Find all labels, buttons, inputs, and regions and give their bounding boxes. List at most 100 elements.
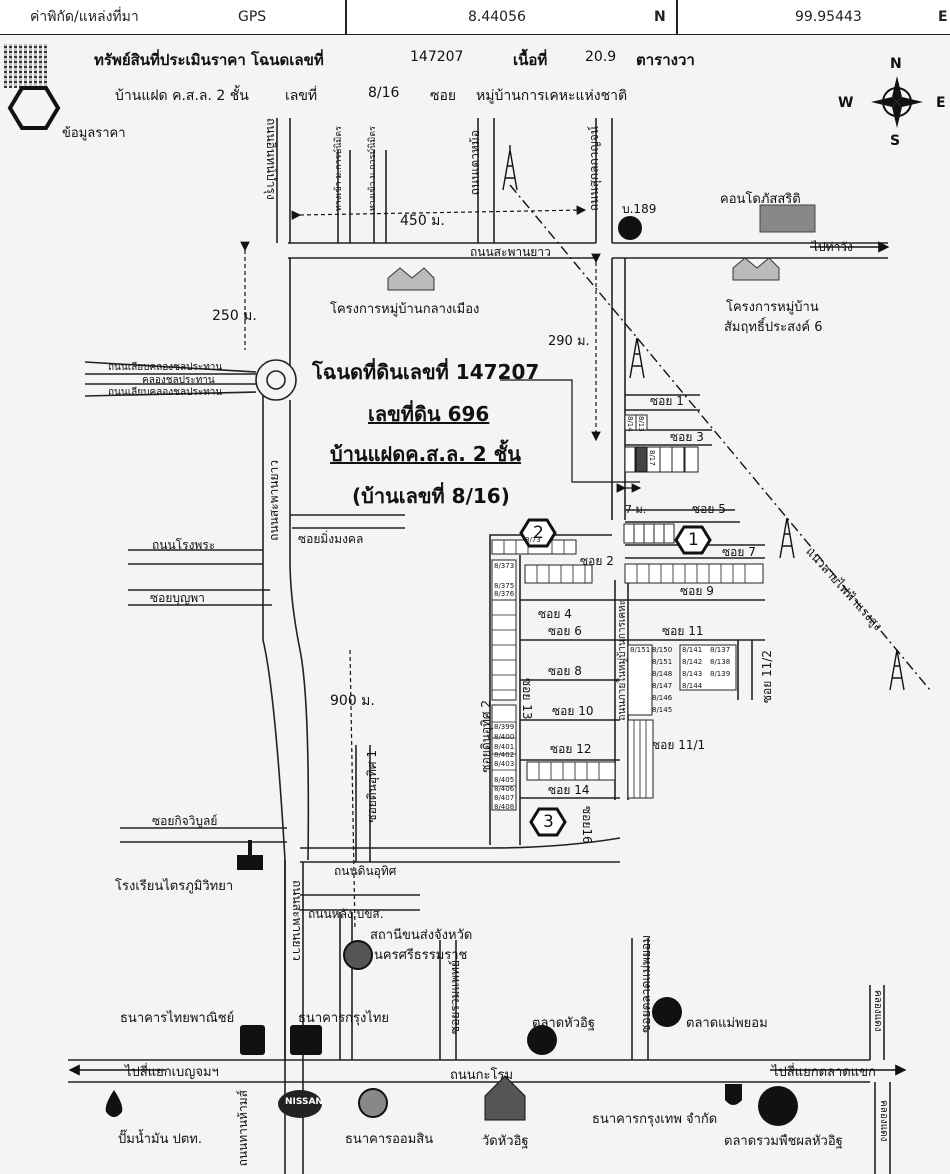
ktb-bank-logo — [290, 1025, 322, 1055]
plot-8-146: 8/146 — [652, 694, 673, 702]
nissan-label: NISSAN — [285, 1097, 323, 1107]
soi-5: ซอย 5 — [692, 502, 726, 516]
condo-icon — [759, 204, 816, 233]
soi-3: ซอย 3 — [670, 430, 704, 444]
khlong-daeng-upper: คลองแดง — [872, 990, 883, 1032]
plot-8-376: 8/376 — [494, 590, 515, 598]
plot-8-138: 8/138 — [710, 658, 731, 666]
condo-label: คอนโดภัสสริติ — [720, 192, 801, 207]
subject-legend-icon — [4, 44, 48, 88]
plot-8-144: 8/144 — [682, 682, 703, 690]
village-icon-2 — [732, 257, 780, 281]
plot-8-151: 8/151 — [630, 646, 651, 654]
bus-station-line2: นครศรีธรรมราช — [374, 948, 468, 963]
plot-8-402: 8/402 — [494, 751, 515, 759]
soi-kitchawiboon: ซอยกิจวิบูลย์ — [152, 814, 218, 828]
road-network — [68, 118, 891, 1174]
compass-rose — [871, 76, 923, 128]
coord-source: GPS — [238, 9, 267, 25]
area-value: 20.9 — [585, 49, 617, 65]
coord-label: ค่าพิกัด/แหล่งที่มา — [30, 9, 139, 25]
b189-marker — [618, 216, 642, 240]
property-type: บ้านแฝด ค.ส.ล. 2 ชั้น — [115, 88, 249, 104]
school-icon — [237, 840, 263, 870]
wat-label: วัดหัวอิฐ — [482, 1134, 529, 1149]
hua-it-market-marker — [527, 1025, 557, 1055]
plot-8-373: 8/373 — [494, 562, 515, 570]
soi-11-1: ซอย 11/1 — [652, 738, 706, 752]
soi-14: ซอย 14 — [548, 783, 590, 797]
plot-8-401: 8/401 — [494, 743, 515, 751]
soi-10: ซอย 10 — [552, 704, 594, 718]
plot-8-400: 8/400 — [494, 733, 515, 741]
plot-8-406: 8/406 — [494, 785, 515, 793]
road-thang-khao-1: ทางเข้า ม.การบ์นิมิตร — [334, 126, 344, 212]
road-tao-mo: ถนนเตาหม้อ — [468, 130, 482, 196]
ruam-market-marker — [758, 1086, 798, 1126]
plot-8-375: 8/375 — [494, 582, 515, 590]
to-talad-khaek-label: ไปสี่แยกตลาดแขก — [772, 1065, 876, 1080]
soi-mingmongkhon: ซอยมิ่งมงคล — [298, 532, 364, 546]
distance-250: 250 ม. — [212, 308, 257, 324]
compass-e: E — [936, 95, 946, 111]
ktb-bank-label: ธนาคารกรุงไทย — [298, 1011, 390, 1026]
plot-8-148: 8/148 — [652, 670, 673, 678]
road-saphan-yao-vertical: ถนนสะพานยาว — [267, 460, 281, 541]
marker-1-label: 1 — [688, 530, 699, 550]
callout-house-type: บ้านแฝดค.ส.ล. 2 ชั้น — [330, 442, 521, 466]
distance-450: 450 ม. — [400, 213, 445, 229]
soi-7: ซอย 7 — [722, 545, 756, 559]
longitude-dir: E — [938, 9, 948, 25]
soi-8: ซอย 8 — [548, 664, 582, 678]
village-icon-1 — [387, 267, 435, 291]
plot-8-73: 8/73 — [525, 536, 541, 544]
ptt-logo — [105, 1090, 123, 1117]
to-tha-wang-label: ไปท่าวัง — [812, 240, 853, 254]
to-benjama-label: ไปสี่แยกเบญจมฯ — [125, 1065, 219, 1080]
coordinate-bar: ค่าพิกัด/แหล่งที่มา GPS 8.44056 N 99.954… — [0, 0, 950, 35]
tower-icons — [502, 145, 905, 691]
village-klang-muang: โครงการหมู่บ้านกลางเมือง — [330, 302, 480, 317]
plot-8-142: 8/142 — [682, 658, 703, 666]
plot-8-399: 8/399 — [494, 723, 515, 731]
soi-11: ซอย 11 — [662, 624, 704, 638]
bbl-bank-label: ธนาคารกรุงเทพ จำกัด — [592, 1112, 718, 1127]
high-voltage-line — [509, 184, 931, 691]
road-than-hai: ถนนทานห้ามส์ — [236, 1090, 250, 1167]
plot-rows — [491, 414, 764, 811]
callout-land-no: เลขที่ดิน 696 — [368, 402, 490, 426]
subject-house — [635, 446, 648, 473]
area-unit: ตารางวา — [636, 51, 695, 69]
price-marker-3 — [529, 807, 567, 837]
mae-phayom-market-marker — [652, 997, 682, 1027]
ruam-market-label: ตลาดรวมพืชผลหัวอิฐ — [724, 1134, 843, 1149]
plot-8-137: 8/137 — [710, 646, 731, 654]
bbl-logo — [725, 1084, 742, 1105]
mae-phayom-market-label: ตลาดแม่พยอม — [686, 1016, 768, 1031]
deed-number: 147207 — [410, 49, 464, 65]
house-no-label: เลขที่ — [285, 88, 318, 104]
soi-din-uthit-1: ซอยดินอุทิศ 1 — [365, 750, 379, 823]
price-marker-1 — [674, 525, 712, 555]
soi-13: ซอย 13 — [520, 678, 534, 720]
road-sakon: ถนนสุกลกาญจน์ — [587, 126, 601, 212]
callout-deed: โฉนดที่ดินเลขที่ 147207 — [312, 360, 540, 384]
plot-8-141: 8/141 — [682, 646, 703, 654]
plot-8-145: 8/145 — [652, 706, 673, 714]
soi-bunpha: ซอยบุญพา — [150, 591, 205, 605]
road-thang-khao-2: ทางเข้า ม.การบ์นิมิตร — [368, 126, 378, 212]
road-liab-khlong-2: ถนนเลียบคลองชลประทาน — [108, 387, 223, 398]
price-legend-label: ข้อมูลราคา — [62, 126, 126, 141]
soi-1: ซอย 1 — [650, 394, 684, 408]
plot-8-14: 8/14 — [626, 416, 634, 432]
road-intharamrung: ถนนอินทน์บำรุง — [264, 118, 278, 200]
plot-8-151b: 8/151 — [652, 658, 673, 666]
marker-3-label: 3 — [543, 812, 554, 832]
plot-8-139: 8/139 — [710, 670, 731, 678]
school-label: โรงเรียนไตรภูมิวิทยา — [115, 879, 234, 894]
divider — [676, 0, 678, 34]
khlong-daeng-lower: คลองแดง — [878, 1100, 889, 1142]
gsb-bank-label: ธนาคารออมสิน — [345, 1132, 434, 1147]
